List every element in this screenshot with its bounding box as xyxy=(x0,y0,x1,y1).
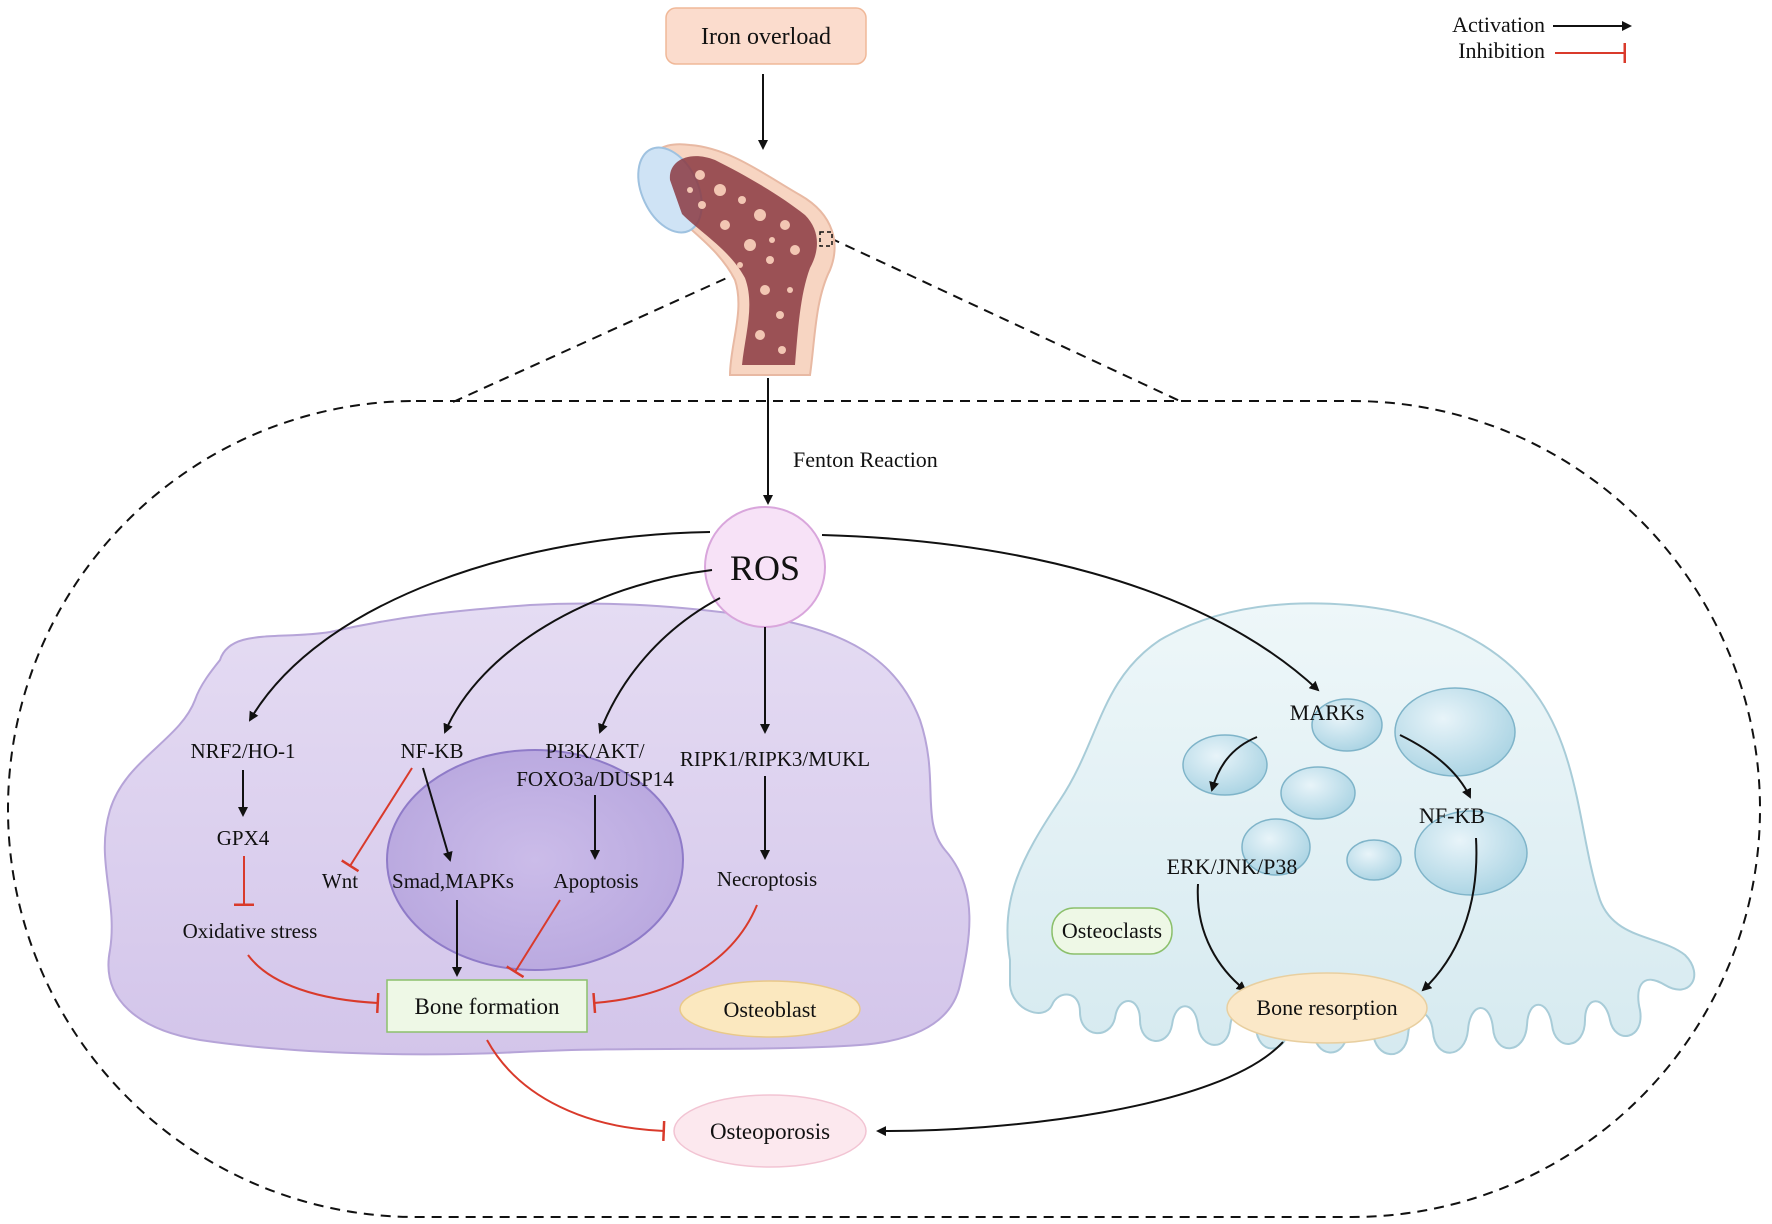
osteoporosis-node xyxy=(673,1094,867,1168)
smad-mapks-label: Smad,MAPKs xyxy=(392,869,514,893)
osteoclast-cell xyxy=(1006,602,1696,1056)
arrow-ros-to-pi3k xyxy=(598,597,721,734)
osteoblast-nucleus xyxy=(386,749,684,971)
legend-activation-label: Activation xyxy=(1452,12,1545,37)
osteoclasts-label-box xyxy=(1051,907,1173,955)
pi3k-label-line1: PI3K/AKT/ xyxy=(545,739,644,763)
inhibit-necroptosis-bone-formation xyxy=(592,904,758,1014)
gpx4-label: GPX4 xyxy=(217,826,270,850)
arrow-ros-to-marks xyxy=(821,534,1320,692)
cell-environment-boundary xyxy=(7,400,1761,1218)
zoom-line-right xyxy=(829,237,1183,403)
osteoporosis-label: Osteoporosis xyxy=(710,1119,830,1144)
inhibit-nfkb-wnt xyxy=(341,767,413,873)
inhibit-bone-formation-osteoporosis xyxy=(486,1039,666,1142)
osteoblast-label-bubble xyxy=(679,980,861,1038)
iron-overload-box xyxy=(665,7,867,65)
nfkb-right-label: NF-KB xyxy=(1419,803,1485,828)
osteoclasts-label: Osteoclasts xyxy=(1062,918,1162,943)
arrow-nfkb-to-resorption xyxy=(1421,837,1478,992)
arrow-marks-to-nfkb xyxy=(1399,734,1472,799)
marks-label: MARKs xyxy=(1290,700,1365,725)
osteoblast-label: Osteoblast xyxy=(724,997,817,1022)
nfkb-left-label: NF-KB xyxy=(400,739,463,763)
necroptosis-label: Necroptosis xyxy=(717,867,817,891)
legend-inhibition-label: Inhibition xyxy=(1458,38,1545,63)
arrow-marks-to-erk xyxy=(1209,736,1258,792)
arrow-erk-to-resorption xyxy=(1196,883,1247,992)
bone-formation-label: Bone formation xyxy=(415,994,560,1019)
fenton-reaction-label: Fenton Reaction xyxy=(793,447,938,472)
ros-label: ROS xyxy=(730,548,800,588)
legend: Activation Inhibition xyxy=(1452,12,1632,63)
inhibit-oxidative-bone-formation xyxy=(247,954,380,1014)
arrow-ros-to-nrf2 xyxy=(248,531,711,722)
pi3k-label-line2: FOXO3a/DUSP14 xyxy=(516,767,674,791)
iron-overload-label: Iron overload xyxy=(701,24,831,50)
nrf2-label: NRF2/HO-1 xyxy=(190,739,295,763)
arrow-ros-to-nfkb xyxy=(443,569,713,734)
inhibit-apoptosis-bone-formation xyxy=(505,899,561,979)
osteoclast-nuclei xyxy=(1182,687,1528,896)
wnt-label: Wnt xyxy=(322,869,358,893)
bone-resorption-label: Bone resorption xyxy=(1256,995,1397,1020)
bone-resorption-node xyxy=(1226,972,1428,1044)
arrow-resorption-to-osteoporosis xyxy=(876,1041,1284,1137)
erk-jnk-p38-label: ERK/JNK/P38 xyxy=(1167,854,1298,879)
oxidative-stress-label: Oxidative stress xyxy=(183,919,318,943)
femur-bone-icon xyxy=(637,143,836,376)
apoptosis-label: Apoptosis xyxy=(553,869,638,893)
bone-formation-box xyxy=(386,979,588,1033)
ripk-label: RIPK1/RIPK3/MUKL xyxy=(680,747,870,771)
arrow-nfkb-to-smad xyxy=(422,767,453,862)
